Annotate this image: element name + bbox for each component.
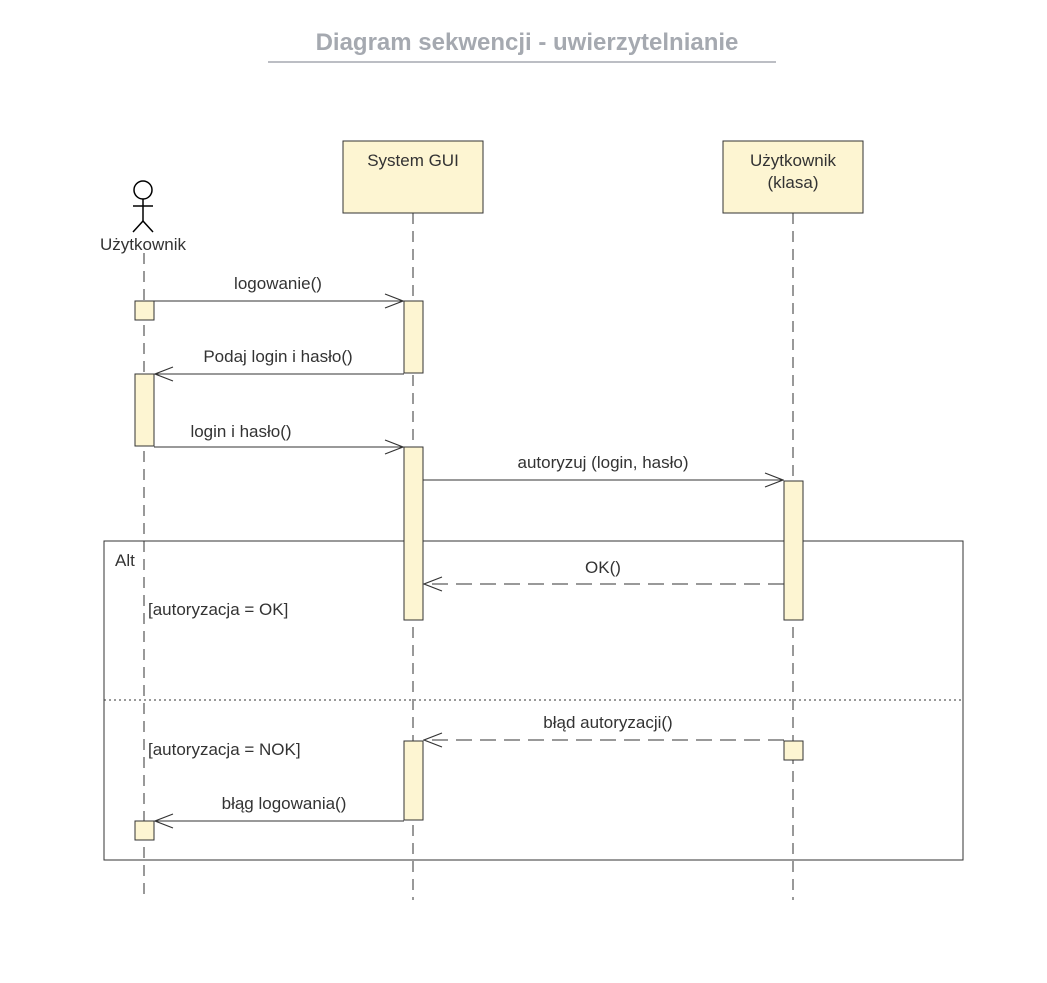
activation-system-gui-3 [403,740,424,821]
actor-label: Użytkownik [100,235,186,254]
activation-actor-1 [134,300,155,321]
actor-stick-figure-icon [132,180,154,233]
participant-user-class-box [722,140,864,214]
message-label-3: login i hasło() [190,422,291,441]
message-label-7: błąg logowania() [222,794,347,813]
participant-user-class-label-line2: (klasa) [767,173,818,192]
activation-actor-2 [134,373,155,447]
activation-system-gui-2 [403,446,424,621]
message-label-1: logowanie() [234,274,322,293]
activation-user-class-2 [783,740,804,761]
activation-system-gui-1 [403,300,424,374]
alt-guard-nok: [autoryzacja = NOK] [148,740,301,759]
activation-actor-3 [134,820,155,841]
message-label-5: OK() [585,558,621,577]
participant-system-gui-label: System GUI [367,151,459,170]
participant-system-gui-box [342,140,484,214]
message-label-2: Podaj login i hasło() [203,347,352,366]
participant-user-class-label-line1: Użytkownik [750,151,836,170]
message-label-4: autoryzuj (login, hasło) [517,453,688,472]
message-label-6: błąd autoryzacji() [543,713,672,732]
alt-fragment-operator: Alt [115,551,135,570]
activation-user-class-1 [783,480,804,621]
alt-guard-ok: [autoryzacja = OK] [148,600,288,619]
diagram-title: Diagram sekwencji - uwierzytelnianie [316,29,739,56]
